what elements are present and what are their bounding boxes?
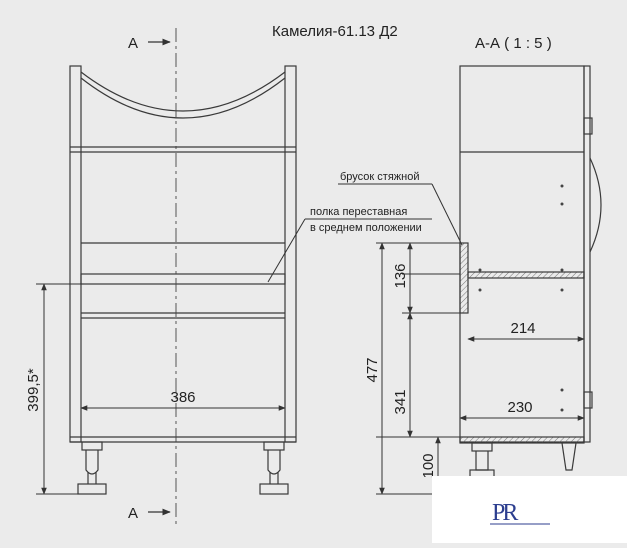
dim-leg-height-label: 100	[420, 453, 437, 478]
section-arrows	[148, 38, 171, 516]
front-view	[69, 65, 297, 495]
tie-bar-section	[459, 242, 469, 314]
pr-logo: PR	[490, 500, 550, 526]
movable-shelf	[80, 273, 286, 285]
dim-shelf-gap-label: 136	[392, 263, 409, 288]
drawing-title: Камелия-61.13 Д2	[272, 23, 398, 40]
basin-outline	[80, 71, 286, 112]
left-side-panel	[69, 65, 82, 443]
shelf-callout-line2: в среднем положении	[310, 222, 422, 234]
dim-total-height-label: 477	[364, 357, 381, 382]
logo-text: PR	[492, 500, 518, 526]
handle	[589, 157, 602, 253]
section-view	[459, 65, 602, 479]
shelf-holes	[478, 184, 564, 412]
section-mark-bottom: А	[128, 505, 138, 522]
section-outline	[459, 65, 585, 443]
right-side-panel	[284, 65, 297, 443]
shelf-callout-line1: полка переставная	[310, 206, 407, 218]
dim-shelf-depth-label: 214	[510, 320, 535, 337]
door-section	[583, 65, 591, 443]
dim-shelf-height-label: 399,5*	[25, 368, 42, 412]
logo-area: PR	[432, 476, 627, 543]
shelf-callout-leader	[267, 218, 432, 283]
leg-right	[259, 441, 289, 495]
section-mark-top: А	[128, 35, 138, 52]
bottom-section	[459, 436, 585, 444]
tie-bar-callout-leader	[338, 183, 463, 246]
tie-bar-callout: брусок стяжной	[340, 171, 419, 183]
dim-bottom-depth-label: 230	[507, 399, 532, 416]
shelf-section	[467, 271, 585, 279]
dim-shelf-height	[36, 283, 84, 495]
leg-left	[77, 441, 107, 495]
section-title: А-А ( 1 : 5 )	[475, 35, 552, 52]
dim-lower-height-label: 341	[392, 389, 409, 414]
dim-inner-width-label: 386	[170, 389, 195, 406]
